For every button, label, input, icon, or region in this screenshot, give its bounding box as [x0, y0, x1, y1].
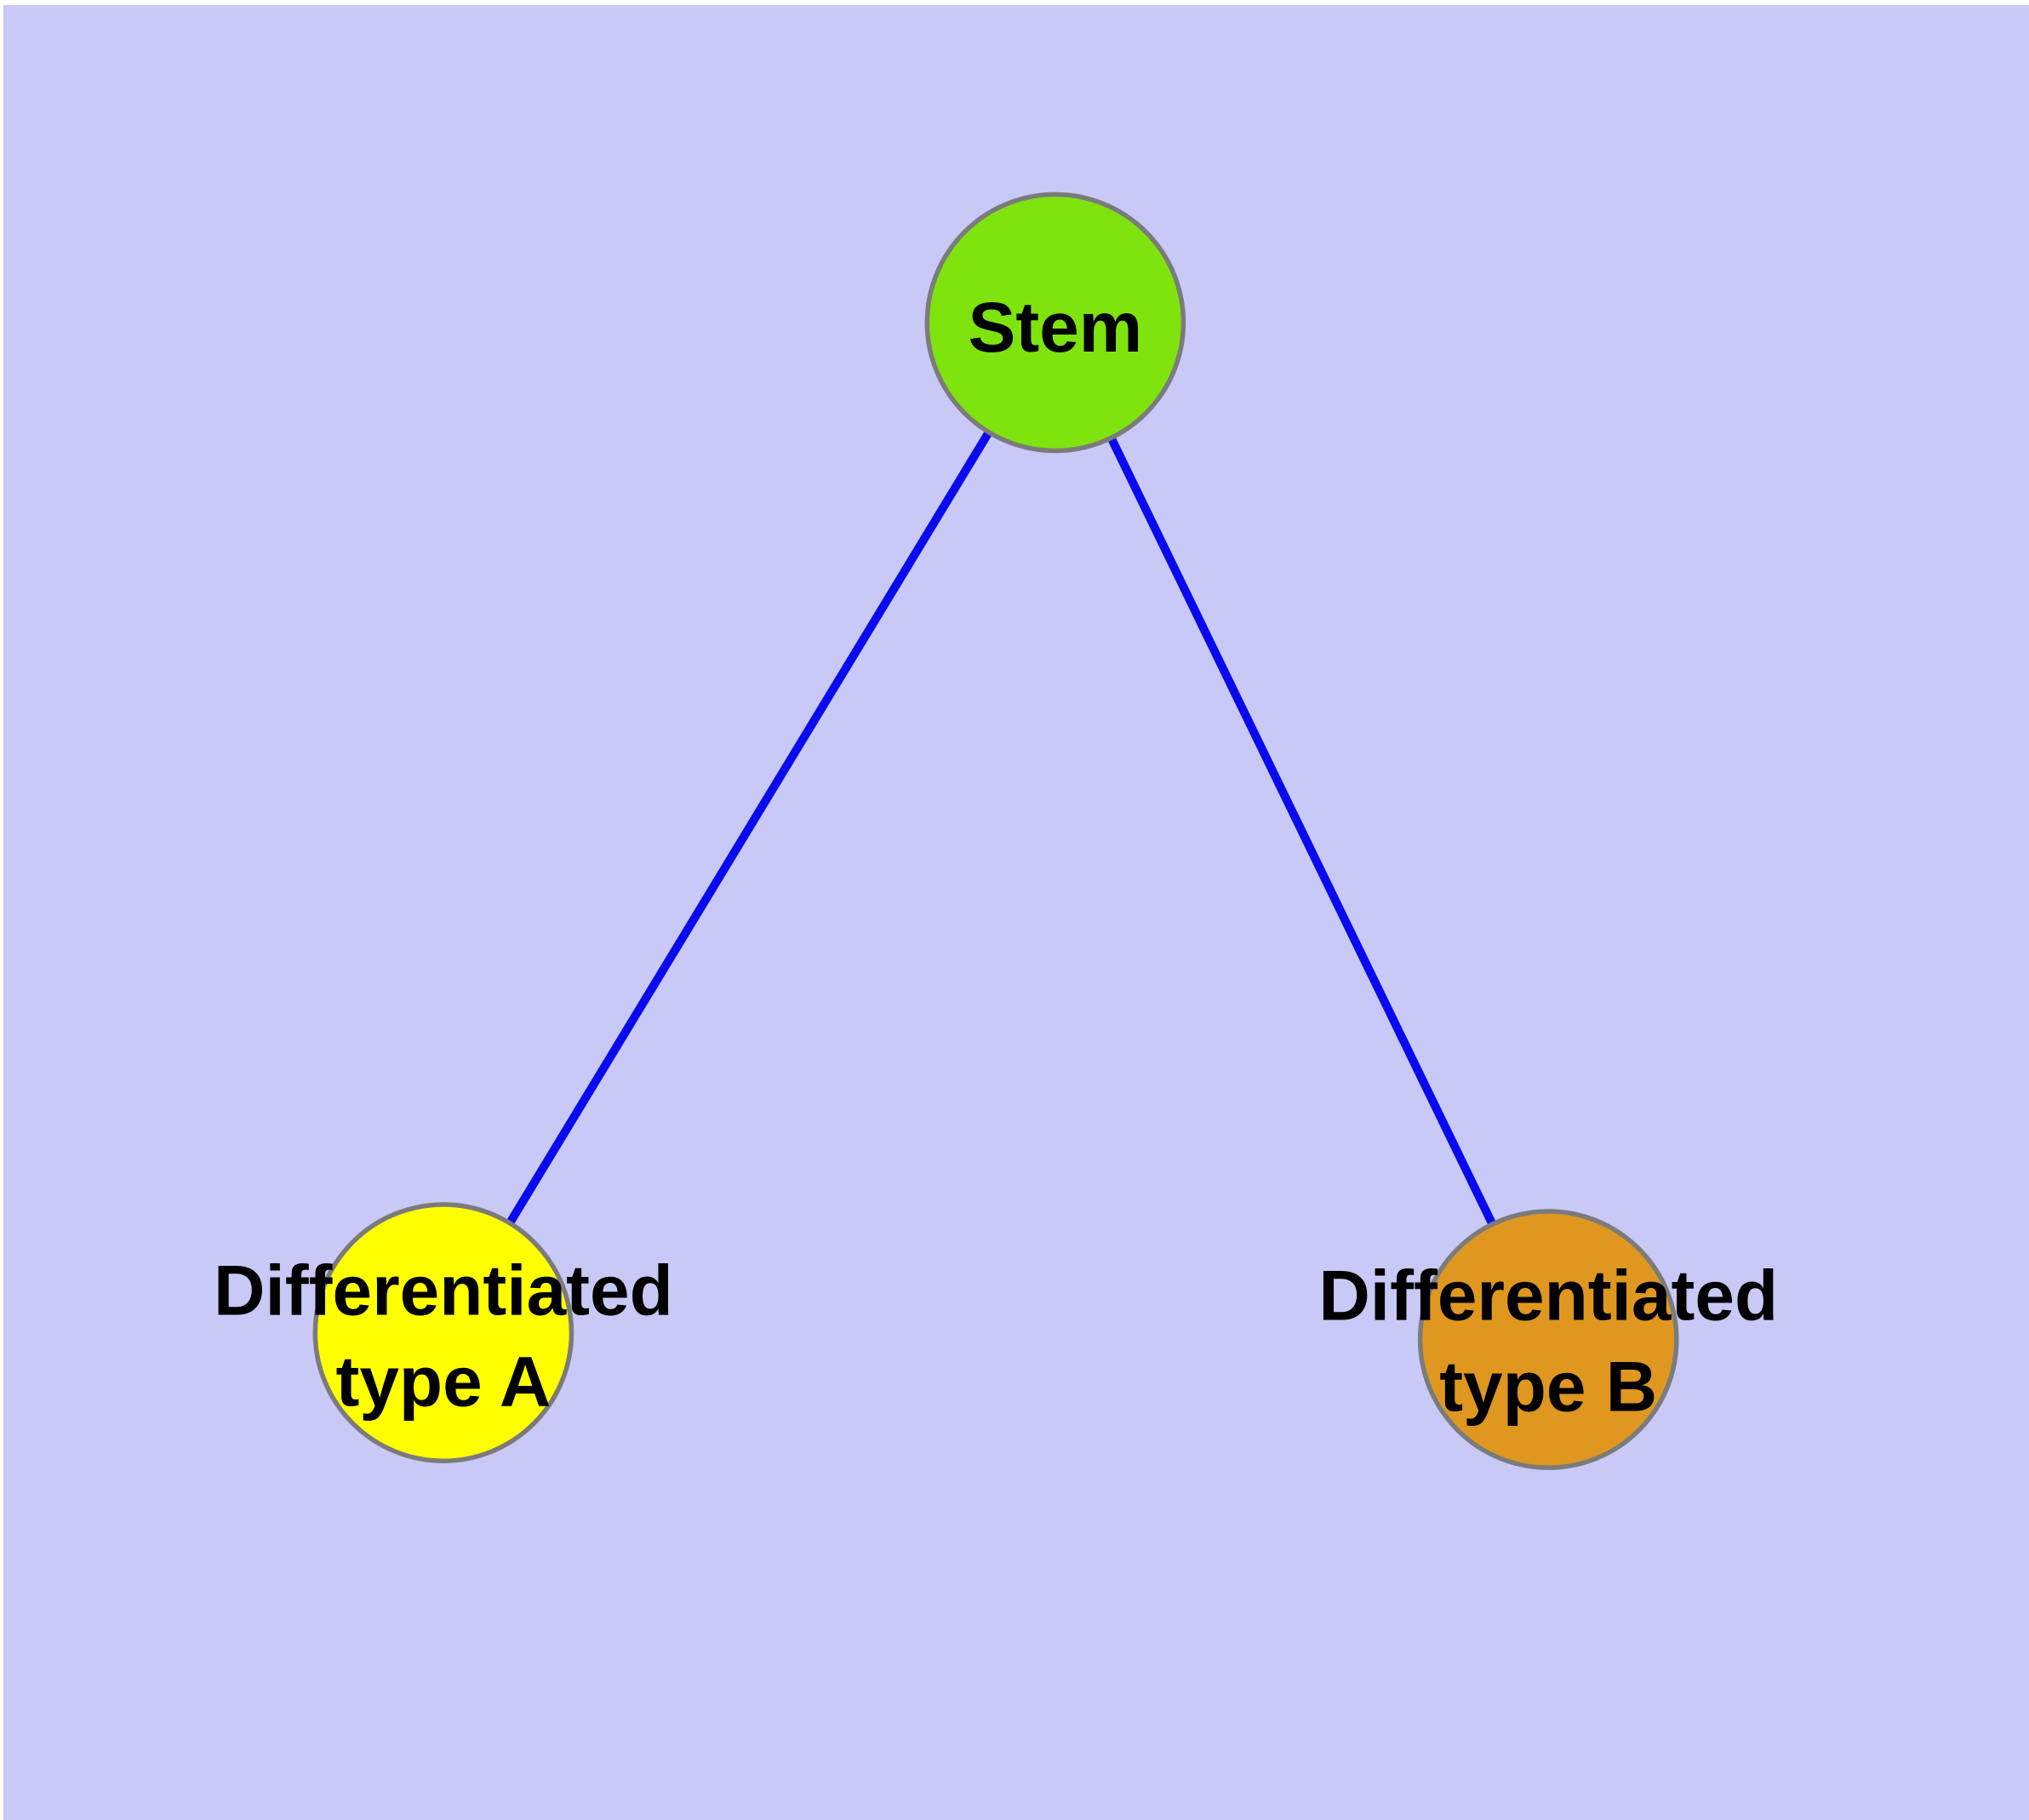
node-type-b-label-line1: Differentiated [1318, 1256, 1778, 1336]
stem-cell-differentiation-diagram: Stem Differentiated type A Differentiate… [4, 5, 2028, 1820]
node-type-a-label-line2: type A [335, 1341, 551, 1421]
node-type-a-circle [312, 1202, 574, 1463]
node-type-b-circle [1417, 1209, 1679, 1470]
node-type-a-label-line1: Differentiated [214, 1251, 673, 1331]
edge-stem-to-type-a [439, 320, 1060, 1336]
node-type-b-label-line2: type B [1439, 1346, 1657, 1426]
edge-stem-to-type-b [1051, 320, 1552, 1342]
node-stem-circle [924, 192, 1186, 454]
node-stem-label: Stem [968, 287, 1142, 367]
